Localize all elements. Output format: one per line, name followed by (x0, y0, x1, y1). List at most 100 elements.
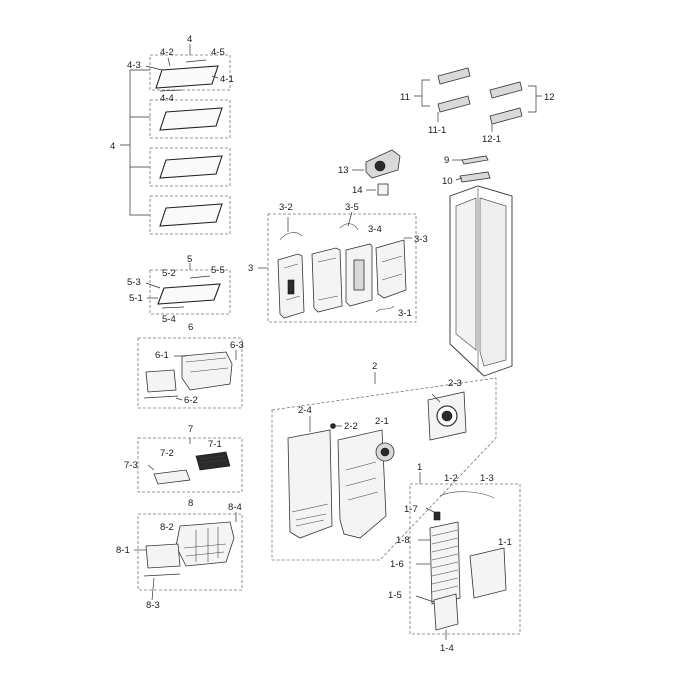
part-2-3-fan-hub (441, 410, 453, 422)
bracket-12 (528, 85, 542, 113)
leader-1-7 (425, 507, 435, 513)
tray-7-2-cover (153, 469, 191, 485)
leader-7-3 (147, 464, 155, 471)
part-3-cover-a-port (287, 279, 295, 295)
leader-10 (455, 177, 463, 181)
label-4-5: 4-5 (211, 47, 225, 58)
box-2 (271, 377, 497, 561)
label-4-left: 4 (110, 141, 115, 152)
label-6-1: 6-1 (155, 350, 169, 361)
box-1 (409, 483, 521, 635)
part-2-housing (337, 429, 387, 539)
label-1-2: 1-2 (444, 473, 458, 484)
part-2-housing-detail (345, 461, 379, 501)
label-11-1: 11-1 (428, 125, 446, 136)
part-13-fan (374, 160, 386, 172)
part-2-1-motor-hub (380, 447, 390, 457)
drawer-6-2-trim (143, 395, 179, 399)
rail-12-upper (489, 81, 523, 99)
label-7: 7 (188, 424, 193, 435)
box-4-second (149, 99, 231, 139)
label-8-1: 8-1 (116, 545, 130, 556)
label-4-top: 4 (187, 34, 192, 45)
label-1-6: 1-6 (390, 559, 404, 570)
leader-1-5 (415, 595, 435, 603)
drawer-6-1-ribs (185, 357, 229, 373)
bin-8-1-cover (145, 543, 181, 569)
shelf-glass-2 (159, 107, 223, 131)
shelf-5-glass (157, 283, 221, 305)
leader-2-3 (431, 393, 441, 403)
part-3-3-detail (381, 255, 403, 281)
label-8-3: 8-3 (146, 600, 160, 611)
label-3-4: 3-4 (368, 224, 382, 235)
label-5-5: 5-5 (211, 265, 225, 276)
drawer-6-2-cover (145, 369, 177, 393)
label-3-2: 3-2 (279, 202, 293, 213)
part-1-1-heater-cover (469, 547, 507, 599)
part-3-3-panel (375, 239, 407, 299)
bracket-11 (414, 79, 430, 107)
label-2-1: 2-1 (375, 416, 389, 427)
group-5-shelf: 5 5-2 5-5 5-3 5-1 5-4 (127, 254, 231, 325)
group-1-evaporator: 1 1-2 1-3 1-7 1-8 1-1 1-6 1-5 1-4 (388, 462, 521, 654)
label-13: 13 (338, 165, 349, 176)
part-3-cover-b-detail (317, 257, 339, 301)
leader-5-3 (145, 282, 161, 289)
shelf-glass-4 (159, 203, 223, 227)
group-9-10-cabinet: 9 10 (442, 155, 513, 377)
part-1-2-1-3-harness (439, 491, 495, 499)
label-3: 3 (248, 263, 253, 274)
label-1-3: 1-3 (480, 473, 494, 484)
shelf-5-trim (189, 275, 211, 279)
bin-8-2-grid (183, 527, 227, 562)
box-8 (137, 513, 243, 591)
label-2-4: 2-4 (298, 405, 312, 416)
label-7-2: 7-2 (160, 448, 174, 459)
part-9 (461, 155, 489, 165)
label-7-1: 7-1 (208, 439, 222, 450)
group-11-12-rails: 11 11-1 12 12-1 (400, 67, 555, 145)
part-1-7-clip (433, 511, 441, 521)
bin-8-3-trim (143, 573, 181, 577)
label-12-1: 12-1 (482, 134, 501, 145)
shelf-4-trim (185, 59, 207, 63)
part-3-5-wire (339, 223, 359, 231)
label-3-3: 3-3 (414, 234, 428, 245)
part-2-4-vents (291, 503, 329, 527)
label-3-1: 3-1 (398, 308, 412, 319)
part-14-cap (377, 183, 389, 196)
label-8-2: 8-2 (160, 522, 174, 533)
label-8: 8 (188, 498, 193, 509)
rail-11-1-lower (437, 95, 471, 113)
label-1-5: 1-5 (388, 590, 402, 601)
box-6 (137, 337, 243, 409)
shelf-4-front-trim (159, 89, 183, 92)
label-7-3: 7-3 (124, 460, 138, 471)
group-4-shelves: 4 4-2 4-5 4-3 4-1 4-4 4 (110, 34, 234, 235)
label-1-8: 1-8 (396, 535, 410, 546)
label-5-1: 5-1 (129, 293, 143, 304)
group-13-14: 13 14 (338, 149, 401, 196)
drawer-6-1-body (181, 351, 233, 391)
group-2-fan-assembly: 2 2-3 2-4 2-2 2-1 (271, 361, 497, 561)
label-14: 14 (352, 185, 363, 196)
part-3-1-wire (375, 305, 395, 313)
leader-4-2 (167, 57, 171, 67)
leader-8-3 (151, 577, 155, 601)
part-3-2-sensor (279, 232, 303, 241)
label-10: 10 (442, 176, 453, 187)
leader-6-2 (175, 397, 183, 401)
part-3-cover-b (311, 247, 343, 313)
leader-3-5 (347, 211, 353, 227)
label-6: 6 (188, 322, 193, 333)
part-10 (459, 171, 491, 183)
part-2-4-cover (287, 429, 333, 539)
part-1-8-fins (431, 529, 459, 593)
label-5: 5 (187, 254, 192, 265)
label-1: 1 (417, 462, 422, 473)
rail-12-1-lower (489, 107, 523, 125)
label-3-5: 3-5 (345, 202, 359, 213)
group-7-tray: 7 7-1 7-2 7-3 (124, 424, 243, 493)
shelf-5-front-trim (161, 306, 185, 309)
